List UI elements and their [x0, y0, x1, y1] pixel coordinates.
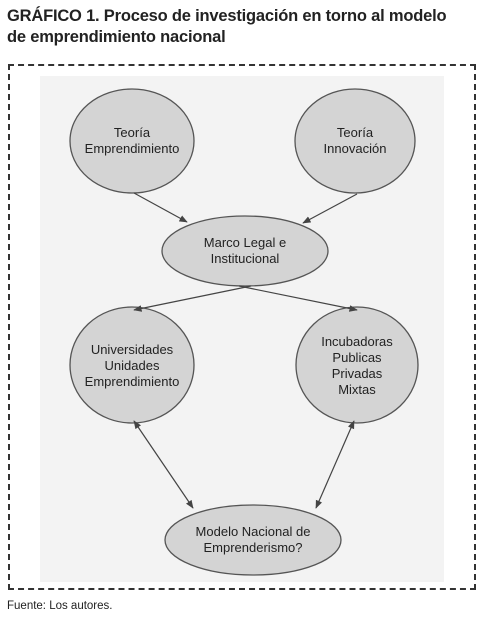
arrow-incubadoras-modelo	[315, 420, 355, 509]
label-teoria-emprendimiento-line-2: Emprendimiento	[84, 141, 180, 156]
label-teoria-innovacion-line-2: Innovación	[323, 141, 387, 156]
node-teoria-emprendimiento	[69, 88, 195, 194]
arrow-marco-to-incubadoras-line	[238, 285, 358, 312]
label-incubadoras-line-3: Privadas	[331, 366, 383, 381]
label-teoria-emprendimiento-line-1: Teoría	[113, 125, 151, 140]
label-marco-legal-line-2: Institucional	[210, 251, 280, 266]
label-incubadoras: Incubadoras Publicas Privadas Mixtas	[296, 328, 418, 404]
label-incubadoras-line-1: Incubadoras	[321, 334, 393, 349]
label-teoria-innovacion: Teoría Innovación	[295, 115, 415, 167]
label-marco-legal: Marco Legal e Institucional	[165, 225, 325, 277]
figure-source: Fuente: Los autores.	[7, 600, 113, 612]
node-marco-legal	[161, 215, 329, 287]
arrow-emprendimiento-to-marco	[133, 192, 188, 223]
node-teoria-innovacion	[294, 88, 416, 194]
label-teoria-emprendimiento: Teoría Emprendimiento	[70, 115, 194, 167]
label-universidades-line-2: Unidades	[104, 358, 160, 373]
arrow-marco-to-universidades	[133, 285, 252, 312]
label-modelo-line-1: Modelo Nacional de	[195, 524, 311, 539]
figure-title: GRÁFICO 1. Proceso de investigación en t…	[7, 6, 477, 48]
label-marco-legal-line-1: Marco Legal e	[203, 235, 287, 250]
label-universidades-line-3: Emprendimiento	[84, 374, 180, 389]
label-teoria-innovacion-line-1: Teoría	[336, 125, 374, 140]
arrow-marco-to-incubadoras	[138, 308, 354, 309]
diagram-frame	[8, 64, 476, 590]
arrow-innovacion-to-marco	[302, 193, 358, 224]
label-universidades: Universidades Unidades Emprendimiento	[70, 336, 194, 396]
node-modelo	[164, 504, 342, 576]
arrow-universidades-modelo	[133, 420, 194, 509]
label-incubadoras-line-2: Publicas	[332, 350, 382, 365]
label-incubadoras-line-4: Mixtas	[338, 382, 376, 397]
label-modelo: Modelo Nacional de Emprenderismo?	[168, 514, 338, 566]
node-universidades	[69, 306, 195, 424]
label-universidades-line-1: Universidades	[90, 342, 174, 357]
label-modelo-line-2: Emprenderismo?	[203, 540, 303, 555]
figure-title-line-1: GRÁFICO 1. Proceso de investigación en t…	[7, 7, 447, 25]
figure-title-line-2: de emprendimiento nacional	[7, 28, 226, 46]
